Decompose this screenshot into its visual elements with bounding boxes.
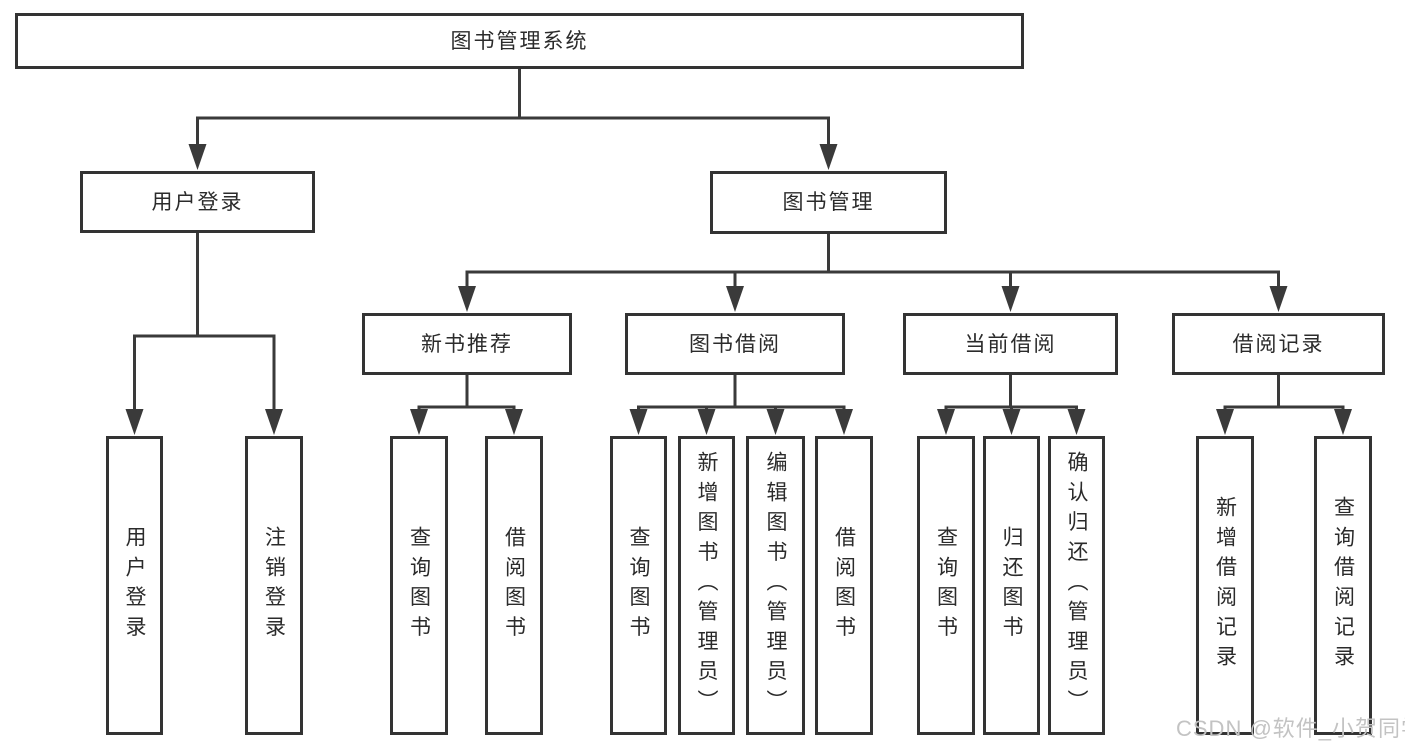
node-user-login-leaf: 用户登录: [106, 436, 163, 735]
node-label-query-books-1: 查询图书: [407, 525, 431, 646]
node-current-borrowing: 当前借阅: [903, 313, 1118, 375]
node-label-new-book-recommend: 新书推荐: [421, 332, 513, 356]
node-query-books-3: 查询图书: [917, 436, 975, 735]
node-borrow-books-2: 借阅图书: [815, 436, 873, 735]
node-borrowing-records: 借阅记录: [1172, 313, 1385, 375]
node-user-login-branch: 用户登录: [80, 171, 315, 233]
node-query-books-1: 查询图书: [390, 436, 448, 735]
node-book-management: 图书管理: [710, 171, 947, 234]
node-label-borrow-books-2: 借阅图书: [832, 525, 856, 646]
node-label-user-login-leaf: 用户登录: [123, 525, 146, 646]
node-label-return-books: 归还图书: [1000, 525, 1023, 646]
node-logout: 注销登录: [245, 436, 303, 735]
node-label-book-borrowing: 图书借阅: [689, 332, 781, 356]
node-label-query-books-2: 查询图书: [627, 525, 650, 646]
node-add-books-admin: 新增图书（管理员）: [678, 436, 735, 735]
node-query-books-2: 查询图书: [610, 436, 667, 735]
node-label-add-books-admin: 新增图书（管理员）: [695, 451, 718, 720]
node-query-borrow-record: 查询借阅记录: [1314, 436, 1372, 735]
node-label-query-books-3: 查询图书: [934, 525, 958, 646]
node-root: 图书管理系统: [15, 13, 1024, 69]
node-label-borrowing-records: 借阅记录: [1232, 332, 1325, 356]
node-new-book-recommend: 新书推荐: [362, 313, 572, 375]
node-label-root: 图书管理系统: [450, 29, 589, 53]
node-label-user-login-branch: 用户登录: [151, 190, 244, 214]
node-confirm-return-admin: 确认归还（管理员）: [1048, 436, 1105, 735]
node-label-query-borrow-record: 查询借阅记录: [1331, 496, 1355, 675]
node-return-books: 归还图书: [983, 436, 1040, 735]
node-book-borrowing: 图书借阅: [625, 313, 845, 375]
node-label-borrow-books-1: 借阅图书: [502, 525, 526, 646]
node-label-edit-books-admin: 编辑图书（管理员）: [764, 451, 787, 720]
node-label-confirm-return-admin: 确认归还（管理员）: [1065, 451, 1088, 720]
node-add-borrow-record: 新增借阅记录: [1196, 436, 1254, 735]
node-label-add-borrow-record: 新增借阅记录: [1213, 496, 1237, 675]
node-label-logout: 注销登录: [262, 525, 286, 646]
node-label-current-borrowing: 当前借阅: [964, 332, 1057, 356]
node-edit-books-admin: 编辑图书（管理员）: [746, 436, 805, 735]
watermark: CSDN @软件_小贺同学: [1176, 716, 1405, 741]
node-borrow-books-1: 借阅图书: [485, 436, 543, 735]
node-label-book-management: 图书管理: [782, 191, 875, 214]
